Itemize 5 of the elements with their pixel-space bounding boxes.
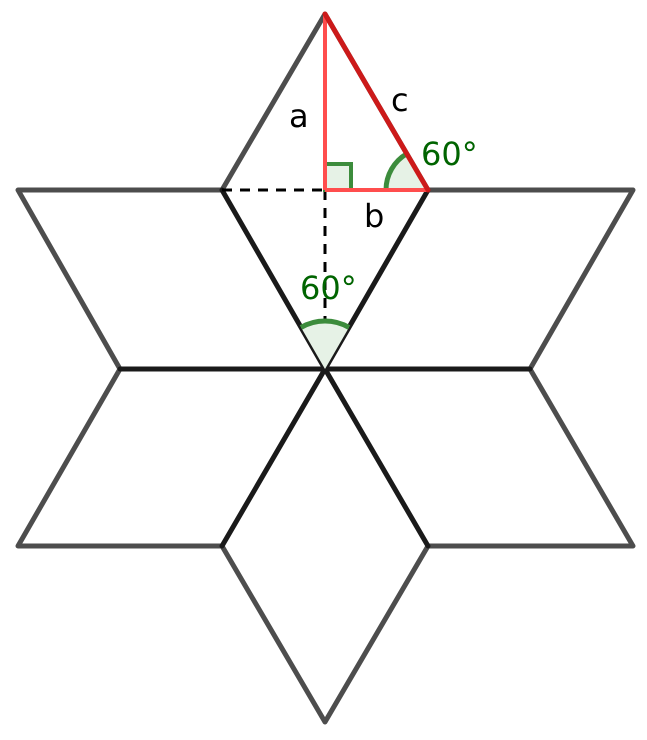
angle-label: 60° [300,272,357,304]
angle-label: 60° [421,138,478,170]
side-label: c [391,84,409,116]
side-label: b [364,200,384,232]
side-label: a [289,100,309,132]
